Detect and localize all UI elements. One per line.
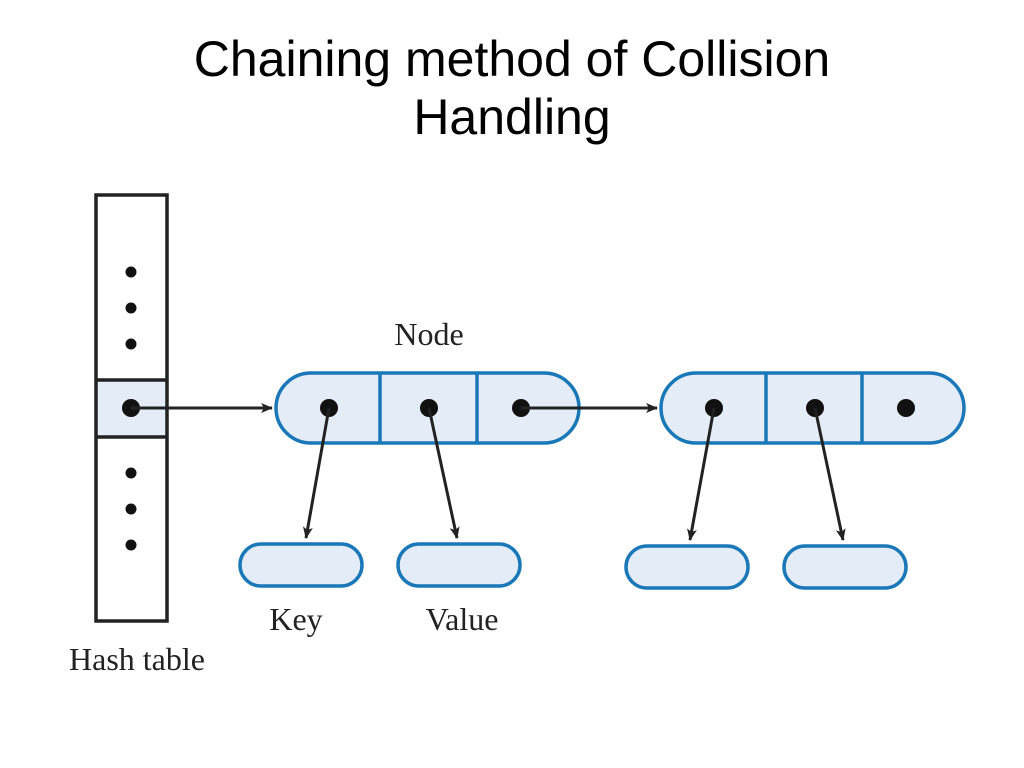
ellipsis-dot	[125, 338, 137, 350]
title-line-1: Chaining method of Collision	[193, 31, 831, 87]
ellipsis-dot	[125, 266, 137, 278]
ellipsis-dot	[125, 503, 137, 515]
node-2-value-box	[782, 544, 908, 590]
ellipsis-dot	[125, 539, 137, 551]
slide-title: Chaining method of Collision Handling	[0, 30, 1024, 146]
node-2	[659, 371, 966, 445]
node-1-value-box	[396, 542, 522, 588]
hash-table-label: Hash table	[69, 641, 205, 677]
value-label: Value	[426, 601, 499, 637]
pointer-arrow-node2-value	[813, 407, 846, 541]
node-2-key-box	[624, 544, 750, 590]
pointer-arrow-node1-value	[427, 407, 460, 539]
pointer-arrow-node1-key	[302, 407, 331, 539]
ellipsis-dot	[125, 467, 137, 479]
title-line-2: Handling	[413, 89, 611, 145]
node-1-key-box	[238, 542, 364, 588]
node-label: Node	[394, 316, 463, 352]
key-label: Key	[269, 601, 322, 637]
ellipsis-dot	[125, 302, 137, 314]
pointer-arrow-node2-key	[687, 407, 716, 541]
node-2-null-pointer-dot	[897, 399, 915, 417]
